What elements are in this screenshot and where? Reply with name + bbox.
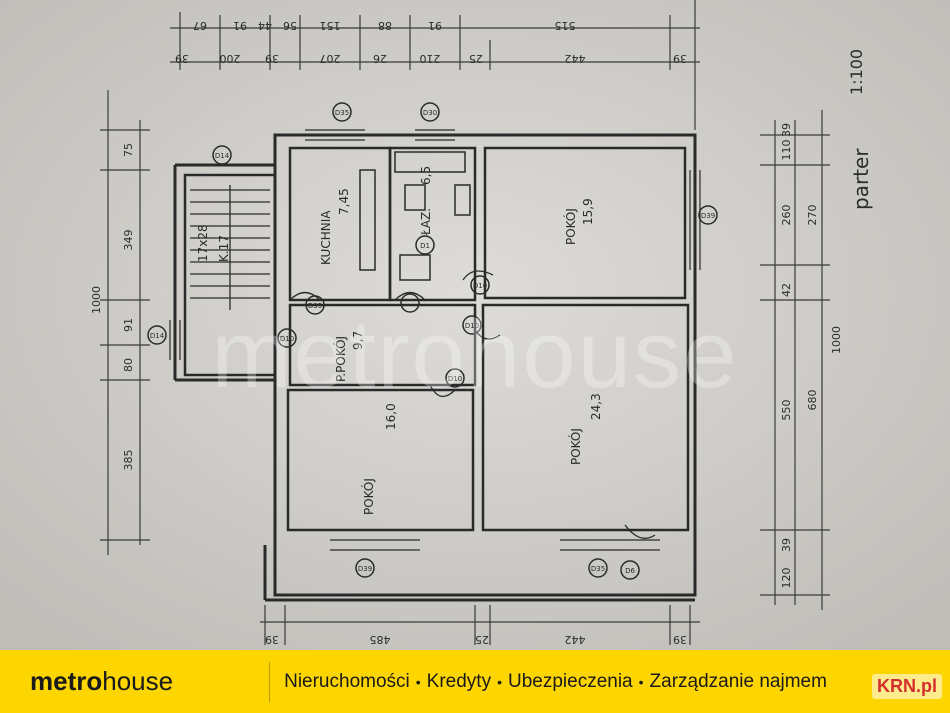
plan-title: 1:100 parter: [847, 49, 873, 210]
dim-label: 442: [565, 633, 586, 646]
logo-light: house: [102, 666, 174, 696]
marker-label: D35: [335, 109, 349, 117]
element-markers: [147, 102, 718, 580]
dim-label: 56: [283, 19, 297, 32]
room-bath-name: ŁAZ.: [419, 208, 433, 236]
dim-label: 39: [673, 52, 687, 65]
separator-dot: •: [497, 673, 502, 690]
room-labels: KUCHNIA 7,45 ŁAZ. 6,5 POKÓJ 15,9 P.POKÓJ…: [196, 166, 603, 515]
stair-label: 17x28: [196, 224, 210, 262]
dim-label: 110: [780, 140, 793, 161]
dim-label: 260: [780, 205, 793, 226]
dim-label: 44: [258, 19, 272, 32]
dim-label: 39: [673, 633, 687, 646]
left-dimension-labels: 75 349 1000 91 80 385: [90, 143, 135, 471]
marker-label: D35: [591, 565, 605, 573]
top-dimension-labels: 67 91 44 56 151 88 91 515 39 200 39 207 …: [175, 19, 687, 65]
dim-label: 80: [122, 358, 135, 372]
room-3-area: 24,3: [589, 393, 603, 420]
dim-label: 39: [175, 52, 189, 65]
krn-badge[interactable]: KRN.pl: [872, 674, 942, 699]
dim-label: 1000: [90, 286, 103, 314]
dim-label: 91: [233, 19, 247, 32]
dim-label: 91: [428, 19, 442, 32]
room-2-name: POKÓJ: [361, 478, 376, 515]
dim-label: 485: [370, 633, 391, 646]
inner-walls: [183, 146, 690, 532]
fixtures: [359, 151, 471, 281]
service-item: Nieruchomości: [284, 670, 410, 692]
room-hall-name: P.POKÓJ: [333, 336, 348, 382]
separator-dot: •: [415, 673, 421, 690]
right-dimension-lines: [760, 110, 830, 610]
top-dimension-lines: [170, 0, 700, 130]
dim-label: 442: [565, 52, 586, 65]
dim-label: 39: [265, 52, 279, 65]
dim-label: 67: [193, 19, 207, 32]
marker-label: D6: [625, 567, 635, 575]
dim-label: 349: [122, 230, 135, 251]
dim-label: 88: [378, 19, 392, 32]
staircase: [190, 185, 270, 310]
dim-label: 1000: [830, 326, 843, 354]
dim-label: 151: [320, 19, 341, 32]
dim-label: 207: [320, 52, 341, 65]
footer-divider: [269, 661, 271, 702]
dim-label: 39: [780, 123, 793, 137]
dim-label: 39: [265, 633, 279, 646]
service-item: Kredyty: [426, 670, 492, 692]
left-dimension-lines: [100, 90, 150, 555]
stair-label-2: K.17: [217, 235, 231, 262]
room-bath-area: 6,5: [419, 166, 433, 185]
services-list: Nieruchomości • Kredyty • Ubezpieczenia …: [284, 671, 827, 693]
dim-label: 385: [122, 450, 135, 471]
logo-bold: metro: [30, 666, 103, 696]
dim-label: 210: [420, 52, 441, 65]
dim-label: 25: [469, 52, 483, 65]
dim-label: 550: [780, 400, 793, 421]
bottom-dimension-labels: 39 485 25 442 39: [265, 633, 687, 646]
marker-label: D10: [473, 282, 487, 290]
room-kitchen-area: 7,45: [337, 188, 351, 215]
marker-label: D1: [420, 242, 430, 250]
room-2-area: 16,0: [384, 403, 398, 430]
dim-label: 515: [555, 19, 576, 32]
separator-dot: •: [638, 673, 644, 690]
dim-label: 120: [780, 568, 793, 589]
marker-label: D30: [423, 109, 437, 117]
right-dimension-labels: 39 110 270 260 42 1000 680 550 39 120: [780, 123, 843, 589]
marker-label: D35: [308, 302, 322, 310]
dim-label: 680: [806, 390, 819, 411]
room-1-area: 15,9: [581, 198, 595, 225]
marker-label: D10: [465, 322, 479, 330]
dim-label: 26: [373, 52, 387, 65]
floor-label: parter: [849, 148, 873, 210]
room-3-name: POKÓJ: [568, 428, 583, 465]
dim-label: 200: [220, 52, 241, 65]
marker-label: D14: [215, 152, 230, 160]
floor-plan: KUCHNIA 7,45 ŁAZ. 6,5 POKÓJ 15,9 P.POKÓJ…: [0, 0, 950, 650]
room-1-name: POKÓJ: [563, 208, 578, 245]
marker-label: D39: [358, 565, 372, 573]
room-kitchen-name: KUCHNIA: [319, 210, 333, 265]
service-item: Zarządzanie najmem: [649, 670, 827, 692]
marker-label: D14: [150, 332, 165, 340]
dim-label: 25: [475, 633, 489, 646]
service-item: Ubezpieczenia: [507, 670, 633, 692]
bottom-dimension-lines: [260, 605, 700, 645]
dim-label: 270: [806, 205, 819, 226]
marker-label: D10: [448, 375, 462, 383]
dim-label: 39: [780, 538, 793, 552]
marker-labels: D14 D35 D30 D1 D10 D10 D10 D10 D39 D39 D…: [150, 109, 715, 575]
dim-label: 75: [122, 143, 135, 157]
scale-label: 1:100: [847, 49, 866, 95]
dim-label: 42: [780, 283, 793, 297]
room-hall-area: 9,7: [351, 331, 365, 350]
marker-label: D39: [701, 212, 715, 220]
dim-label: 91: [122, 318, 135, 332]
marker-label: D10: [280, 335, 294, 343]
